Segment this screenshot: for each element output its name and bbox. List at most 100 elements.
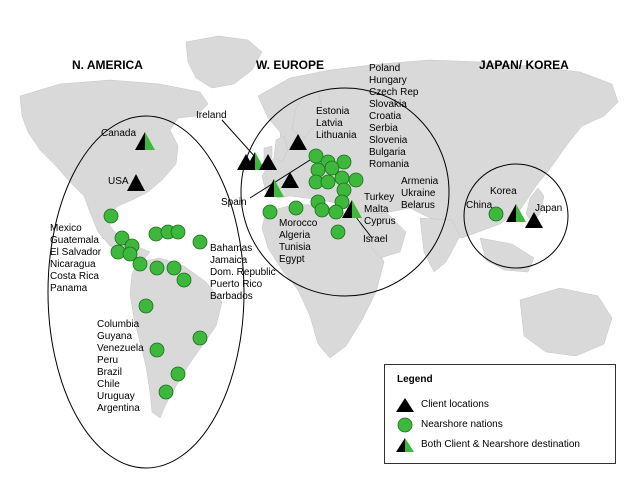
country-name: Brazil	[97, 367, 123, 378]
west-europe-outline	[240, 87, 450, 297]
country-name: Mexico	[50, 223, 82, 234]
nearshore-marker	[176, 272, 192, 288]
legend-client-label: Client locations	[421, 399, 489, 410]
legend: Legend Client locations Nearshore nation…	[384, 364, 616, 464]
country-name: Panama	[50, 283, 88, 294]
nearshore-marker	[348, 172, 364, 188]
india-landmass	[419, 217, 461, 273]
nearshore-marker	[138, 298, 154, 314]
label-usa: USA	[108, 176, 129, 187]
country-name: Croatia	[369, 111, 402, 122]
nearshore-marker	[166, 260, 182, 276]
label-china: China	[466, 200, 493, 211]
country-name: Latvia	[316, 118, 343, 129]
nearshore-marker	[103, 208, 119, 224]
nearshore-marker	[328, 204, 344, 220]
country-name: Algeria	[279, 230, 311, 241]
country-name: Dom. Republic	[210, 267, 276, 278]
country-name: Barbados	[210, 291, 253, 302]
country-name: Tunisia	[279, 242, 311, 253]
both-marker-spain	[264, 179, 284, 197]
country-name: Romania	[369, 159, 410, 170]
british-isles-landmass	[273, 135, 289, 163]
region-title-japan-korea: JAPAN/ KOREA	[479, 58, 569, 72]
nearshore-marker	[324, 160, 340, 176]
nearshore-circle-icon	[397, 417, 413, 433]
country-name: Argentina	[97, 403, 140, 414]
country-name: Hungary	[369, 75, 407, 86]
client-marker	[281, 172, 299, 188]
client-marker	[289, 134, 307, 150]
country-name: Bahamas	[210, 243, 253, 254]
southeast-asia-landmass	[479, 237, 535, 273]
country-name: Czech Rep	[369, 87, 419, 98]
nearshore-marker	[262, 204, 278, 220]
nearshore-markers	[103, 148, 504, 400]
both-marker-israel	[342, 200, 362, 218]
country-name: El Salvador	[50, 247, 102, 258]
legend-title: Legend	[397, 374, 433, 385]
nearshore-marker	[192, 234, 208, 250]
country-name: Malta	[364, 204, 389, 215]
japan-landmass	[525, 187, 545, 223]
country-name: Costa Rica	[50, 271, 99, 282]
country-name: Cyprus	[364, 216, 396, 227]
client-marker	[259, 154, 277, 170]
client-marker-usa	[127, 174, 145, 191]
nearshore-marker	[330, 224, 346, 240]
client-marker-japan	[525, 212, 543, 228]
land-masses	[19, 35, 619, 419]
nearshore-marker	[192, 330, 208, 346]
label-israel: Israel	[363, 234, 388, 245]
country-name: Slovenia	[369, 135, 408, 146]
nearshore-marker	[122, 246, 138, 262]
both-markers	[135, 132, 526, 222]
client-triangle-icon	[396, 398, 414, 412]
spain-pointer	[249, 159, 311, 199]
label-canada: Canada	[101, 128, 137, 139]
country-name: Venezuela	[97, 343, 144, 354]
legend-nearshore-label: Nearshore nations	[421, 419, 503, 430]
ireland-pointer	[221, 119, 257, 159]
legend-both-label: Both Client & Nearshore destination	[421, 439, 580, 450]
both-triangle-icon	[396, 438, 414, 452]
country-name: Slovakia	[369, 99, 407, 110]
nearshore-marker	[149, 342, 165, 358]
south-america-landmass	[129, 257, 223, 419]
nearshore-marker	[288, 200, 304, 216]
both-marker-canada	[135, 132, 155, 150]
greenland-landmass	[185, 35, 263, 89]
label-spain: Spain	[221, 197, 247, 208]
nearshore-marker	[149, 260, 165, 276]
country-name: Columbia	[97, 319, 140, 330]
country-name: Jamaica	[210, 255, 248, 266]
nearshore-marker	[314, 202, 330, 218]
client-markers	[127, 134, 543, 228]
nearshore-marker	[170, 366, 186, 382]
region-title-north-america: N. AMERICA	[72, 58, 143, 72]
nearshore-marker	[114, 230, 130, 246]
country-name: Egypt	[279, 254, 305, 265]
country-name: Ukraine	[401, 188, 436, 199]
country-name: Estonia	[316, 106, 350, 117]
label-japan: Japan	[535, 203, 563, 214]
scandinavia-landmass	[291, 91, 323, 139]
nearshore-marker	[170, 224, 186, 240]
nearshore-marker	[158, 384, 174, 400]
nearshore-marker	[336, 154, 352, 170]
region-outlines	[47, 87, 569, 469]
country-name: Armenia	[401, 176, 439, 187]
country-name: Morocco	[279, 218, 318, 229]
nearshore-marker	[132, 256, 148, 272]
country-name: Uruguay	[97, 391, 135, 402]
north-america-outline	[47, 115, 245, 469]
country-name: Peru	[97, 355, 119, 366]
country-name: Poland	[369, 63, 401, 74]
